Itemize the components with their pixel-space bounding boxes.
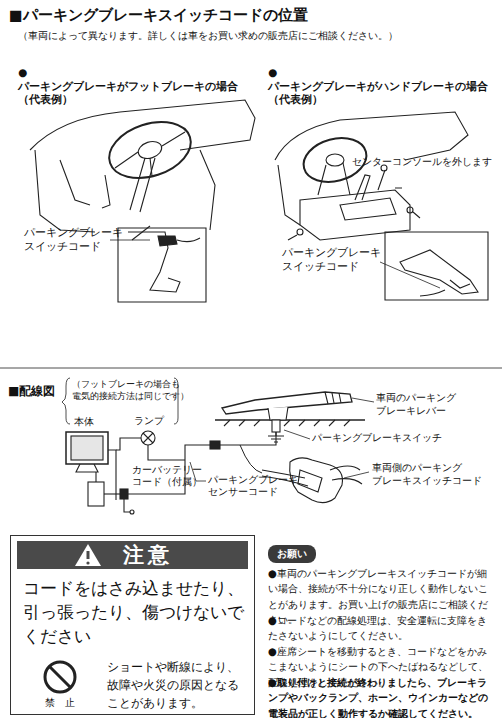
icon-caption: 禁 止 <box>37 696 83 710</box>
part-label: 本体 <box>74 415 94 428</box>
part-label: パーキングブレーキスイッチ <box>312 431 442 444</box>
instruction-label: センターコンソールを外します <box>352 155 492 168</box>
part-label: パーキングブレーキ センサーコード <box>208 474 298 499</box>
part-label: 車両のパーキング ブレーキレバー <box>376 391 456 417</box>
wiring-diagram <box>66 392 365 514</box>
caution-panel: 注意コードをはさみ込ませたり、 引っ張ったり、傷つけないで くださいショートや断… <box>10 535 255 715</box>
part-label: 車両側のパーキング ブレーキスイッチコード <box>372 461 482 487</box>
section-heading: ●パーキングブレーキがフットブレーキの場合 （代表例） <box>18 66 238 107</box>
foot-brake-illustration <box>30 100 255 302</box>
note: （車両によって異なります。詳しくは車をお買い求めの販売店にご相談ください。） <box>18 30 398 42</box>
section-heading: ■配線図 <box>8 384 55 400</box>
warning-triangle <box>73 542 103 568</box>
bullet-note: ●コードなどの配線処理は、安全運転に支障をきたさないようにしてください。 <box>268 613 496 644</box>
node-text: コードをはさみ込ませたり、 引っ張ったり、傷つけないで ください <box>23 577 244 649</box>
section-heading: ●パーキングブレーキがハンドブレーキの場合 （代表例） <box>268 66 488 107</box>
node-text: ショートや断線により、 故障や火災の原因となる ことがあります。 <box>107 658 239 712</box>
hand-brake-illustration <box>275 112 488 300</box>
page-title: ■パーキングブレーキスイッチコードの位置 <box>9 6 308 25</box>
part-label: パーキングブレーキ スイッチコード <box>282 246 381 273</box>
part-label: ランプ <box>134 414 164 427</box>
prohibition-icon <box>19 658 99 702</box>
warning-box: ショートや断線により、 故障や火災の原因となる ことがあります。禁 止 <box>11 656 254 716</box>
caution-heading: 注意 <box>17 541 248 569</box>
notice-tag: お願い <box>268 545 316 563</box>
note: （フットブレーキの場合も 電気的接続方法は同じです） <box>72 379 189 402</box>
bullet-note: ●取り付けと接続が終わりましたら、ブレーキランプやバックランプ、ホーン、ウインカ… <box>268 675 496 718</box>
part-label: パーキングブレーキ スイッチコード <box>24 226 123 253</box>
node-text: お願い <box>268 545 316 563</box>
part-label: カーバッテリー コード（付属） <box>132 464 202 489</box>
